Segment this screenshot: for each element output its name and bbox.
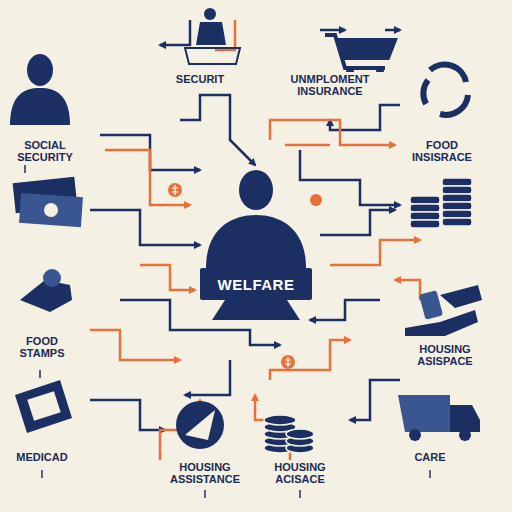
benefit-label: HOUSING ACISACE bbox=[253, 460, 347, 486]
podium-figure bbox=[185, 8, 240, 64]
benefit-label: SOCIAL SECURITY bbox=[3, 138, 87, 164]
benefit-label: SECURIT bbox=[174, 72, 226, 86]
leaf-icon bbox=[176, 401, 224, 449]
benefit-label: MEDICAD bbox=[14, 450, 69, 464]
money-bills bbox=[13, 177, 83, 227]
welfare-banner: WELFARE bbox=[200, 268, 312, 300]
hand-coin bbox=[20, 269, 72, 312]
tick-arrows bbox=[25, 165, 430, 498]
coin-stack bbox=[264, 415, 314, 453]
recycle-icon bbox=[423, 65, 468, 115]
card-icon bbox=[15, 380, 72, 433]
benefit-label: FOOD STAMPS bbox=[5, 334, 79, 360]
cart-icon bbox=[325, 35, 395, 74]
benefit-label: HOUSING ASISPACE bbox=[403, 342, 487, 368]
benefit-label: UNMPLOMENT INSURANCE bbox=[268, 72, 392, 98]
truck-icon bbox=[398, 395, 480, 441]
flow-arrows bbox=[90, 20, 420, 470]
benefit-label: FOOD INSISRACE bbox=[400, 138, 484, 164]
hand-receiving bbox=[405, 285, 482, 336]
benefit-label: HOUSING ASSISTANCE bbox=[153, 460, 257, 486]
benefit-label: CARE bbox=[412, 450, 447, 464]
dollar-coin bbox=[168, 183, 322, 369]
banner-text: WELFARE bbox=[218, 276, 295, 293]
person-icon bbox=[10, 54, 70, 125]
coin-stack bbox=[410, 178, 472, 228]
